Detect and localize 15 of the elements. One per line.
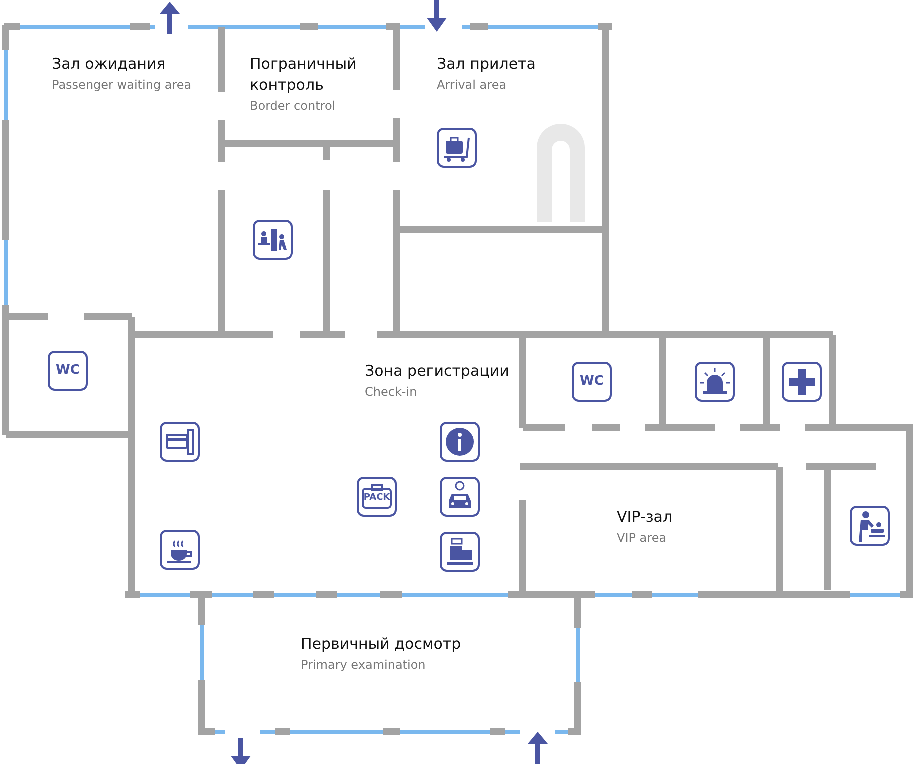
room-name: Первичный досмотр xyxy=(301,634,462,655)
room-name-english: Passenger waiting area xyxy=(52,77,193,94)
room-name: Зал прилета xyxy=(437,54,537,75)
room-name: Зона регистрации xyxy=(365,361,510,382)
room-name: Зал ожидания xyxy=(52,54,167,75)
room-name-english: Check-in xyxy=(365,384,418,401)
restroom-label: WC xyxy=(55,363,81,378)
restroom-label: WC xyxy=(579,374,605,389)
room-name-english: Border control xyxy=(250,98,337,115)
room-name-english: VIP area xyxy=(617,530,668,547)
room-name: VIP-зал xyxy=(617,507,674,528)
room-name: Пограничный контроль xyxy=(250,54,358,96)
room-name-english: Primary examination xyxy=(301,657,427,674)
suitcase-label: PACK xyxy=(362,493,392,503)
room-name-english: Arrival area xyxy=(437,77,508,94)
